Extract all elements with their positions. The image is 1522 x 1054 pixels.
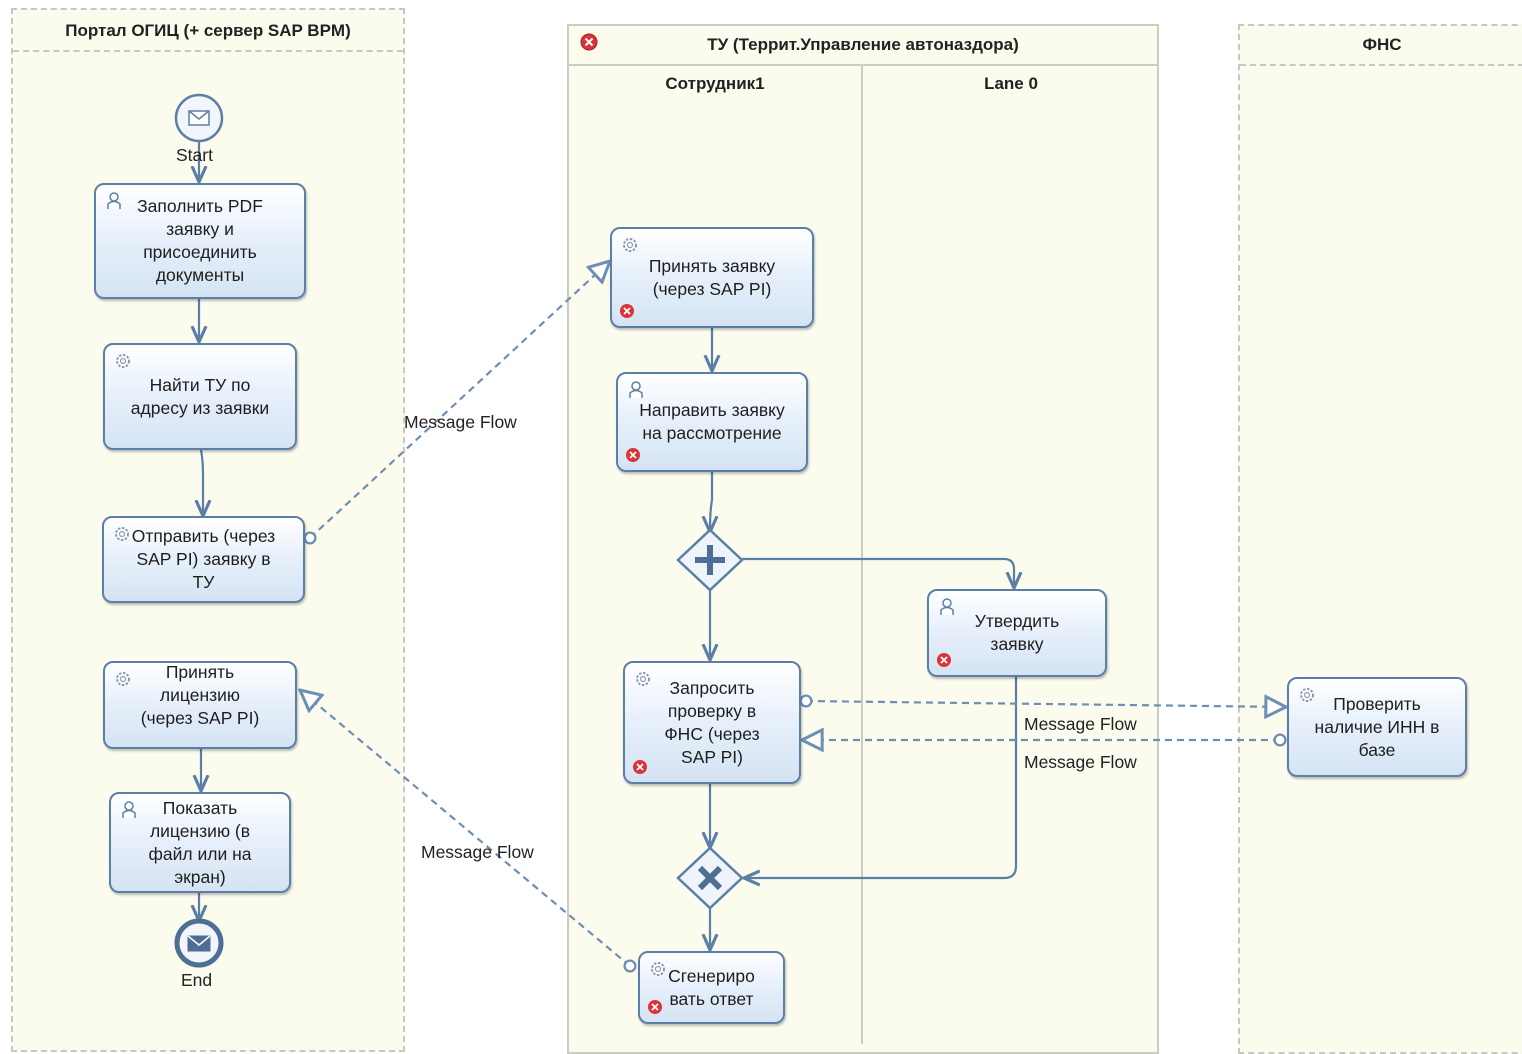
task-route-request[interactable]: Направить заявку на рассмотрение [616, 372, 808, 472]
end-label: End [181, 970, 213, 990]
task-request-check-label: Запросить проверку в ФНС (через SAP PI) [664, 677, 760, 767]
error-icon [620, 304, 634, 318]
task-generate-answer[interactable]: Сгенерировать ответ [638, 951, 785, 1024]
user-task-icon [107, 192, 121, 209]
task-find-tu-label: Найти ТУ по адресу из заявки [130, 374, 270, 418]
service-task-icon [115, 527, 129, 541]
seq-find-send [201, 449, 203, 516]
seq-approve-xor [744, 677, 1018, 878]
task-approve-request[interactable]: Утвердить заявку [927, 589, 1107, 677]
pool-tu: ТУ (Террит.Управление автоназдора) [567, 24, 1159, 1054]
task-fill-pdf-label: Заполнить PDF заявку и присоединить доку… [137, 196, 263, 285]
service-task-icon [636, 672, 650, 686]
parallel-gateway [676, 528, 744, 592]
pool-fns-title: ФНС [1240, 26, 1522, 66]
msgflow-check-inn [806, 701, 1286, 707]
msgflow-send-accept [310, 261, 610, 538]
error-icon [626, 448, 640, 462]
task-request-check[interactable]: Запросить проверку в ФНС (через SAP PI) [623, 661, 801, 784]
task-find-tu[interactable]: Найти ТУ по адресу из заявки [103, 343, 297, 450]
task-check-inn[interactable]: Проверить наличие ИНН в базе [1287, 677, 1467, 777]
pool-fns: ФНС [1238, 24, 1522, 1054]
error-icon [633, 760, 647, 774]
user-task-icon [629, 381, 643, 398]
user-task-icon [940, 598, 954, 615]
task-send-tu-label: Отправить (через SAP PI) заявку в ТУ [131, 526, 276, 592]
seq-gateway-approve [742, 557, 1014, 588]
service-task-icon [651, 962, 665, 976]
task-accept-license-label: Принять лицензию (через SAP PI) [140, 662, 260, 728]
task-accept-request-label: Принять заявку (через SAP PI) [648, 255, 776, 299]
seq-route-gateway [710, 472, 712, 532]
end-event [174, 918, 224, 968]
error-icon [937, 653, 951, 667]
task-send-tu[interactable]: Отправить (через SAP PI) заявку в ТУ [102, 516, 305, 603]
message-flow-label-3: Message Flow [1024, 752, 1137, 772]
exclusive-gateway [676, 846, 744, 910]
msgflow-generate-license [300, 690, 630, 966]
message-flow-label-2: Message Flow [1024, 714, 1137, 734]
user-task-icon [122, 801, 136, 818]
message-flow-label-1: Message Flow [404, 412, 517, 432]
task-fill-pdf[interactable]: Заполнить PDF заявку и присоединить доку… [94, 183, 306, 299]
pool-tu-title: ТУ (Террит.Управление автоназдора) [569, 26, 1157, 66]
task-show-license[interactable]: Показать лицензию (в файл или на экран) [109, 792, 291, 893]
lane-0-title: Lane 0 [984, 74, 1038, 93]
start-label: Start [176, 145, 213, 165]
service-task-icon [116, 354, 130, 368]
service-task-icon [623, 238, 637, 252]
task-approve-request-label: Утвердить заявку [974, 611, 1060, 654]
task-accept-request[interactable]: Принять заявку (через SAP PI) [610, 227, 814, 328]
task-show-license-label: Показать лицензию (в файл или на экран) [148, 797, 252, 887]
message-flow-label-4: Message Flow [421, 842, 534, 862]
pool-portal-title: Портал ОГИЦ (+ сервер SAP BPM) [13, 12, 403, 52]
task-check-inn-label: Проверить наличие ИНН в базе [1314, 693, 1440, 760]
task-generate-answer-label: Сгенерировать ответ [668, 965, 755, 1009]
service-task-icon [116, 672, 130, 686]
error-icon [648, 1000, 662, 1014]
task-accept-license[interactable]: Принять лицензию (через SAP PI) [103, 661, 297, 749]
service-task-icon [1300, 688, 1314, 702]
pool-error-icon [580, 33, 598, 51]
start-event [174, 93, 224, 143]
task-route-request-label: Направить заявку на рассмотрение [639, 400, 785, 443]
lane-employee-title: Сотрудник1 [665, 74, 765, 93]
lane-divider [861, 64, 863, 1044]
